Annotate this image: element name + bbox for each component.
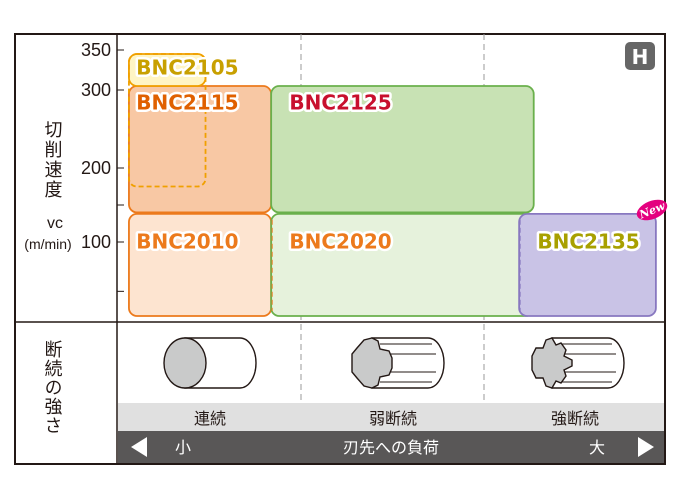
svg-text:H: H xyxy=(632,45,649,69)
load-small: 小 xyxy=(175,438,191,457)
h-badge: H xyxy=(625,42,655,70)
light-interrupted-workpiece-icon xyxy=(351,337,445,389)
category-bar xyxy=(118,403,664,431)
category-continuous: 連続 xyxy=(194,409,226,428)
category-light-interrupted: 弱断続 xyxy=(369,409,417,428)
grade-region-bnc2105 xyxy=(128,53,207,188)
category-heavy-interrupted: 強断続 xyxy=(551,409,599,428)
grade-region-bnc2125 xyxy=(270,85,535,214)
load-title: 刃先への負荷 xyxy=(343,438,439,457)
y-tick-label: 350 xyxy=(81,40,111,60)
grade-label-bnc2010: BNC2010 xyxy=(136,229,238,253)
row-label: 断続の強さ xyxy=(42,340,63,435)
grade-label-bnc2020: BNC2020 xyxy=(289,229,391,253)
load-bar xyxy=(118,431,664,463)
y-tick-label: 300 xyxy=(81,80,111,100)
arrow-left-icon xyxy=(131,437,147,457)
y-tick-label: 200 xyxy=(81,158,111,178)
load-large: 大 xyxy=(589,438,605,457)
grade-region-bnc2135 xyxy=(518,212,657,317)
arrow-right-icon xyxy=(638,437,654,457)
y-tick-label: 100 xyxy=(81,232,111,252)
grade-label-bnc2125: BNC2125 xyxy=(289,90,391,114)
continuous-workpiece-icon xyxy=(163,337,257,389)
grade-label-bnc2105: BNC2105 xyxy=(136,55,238,79)
grade-label-bnc2115: BNC2115 xyxy=(136,90,238,114)
y-axis-sub: vc xyxy=(47,215,63,232)
y-axis-unit: (m/min) xyxy=(24,236,71,252)
y-ticks: 350 300 200 100 xyxy=(81,40,124,292)
y-axis-label: 切削速度 xyxy=(42,120,63,200)
grade-label-bnc2135: BNC2135 xyxy=(537,229,639,253)
heavy-interrupted-workpiece-icon xyxy=(531,337,625,389)
